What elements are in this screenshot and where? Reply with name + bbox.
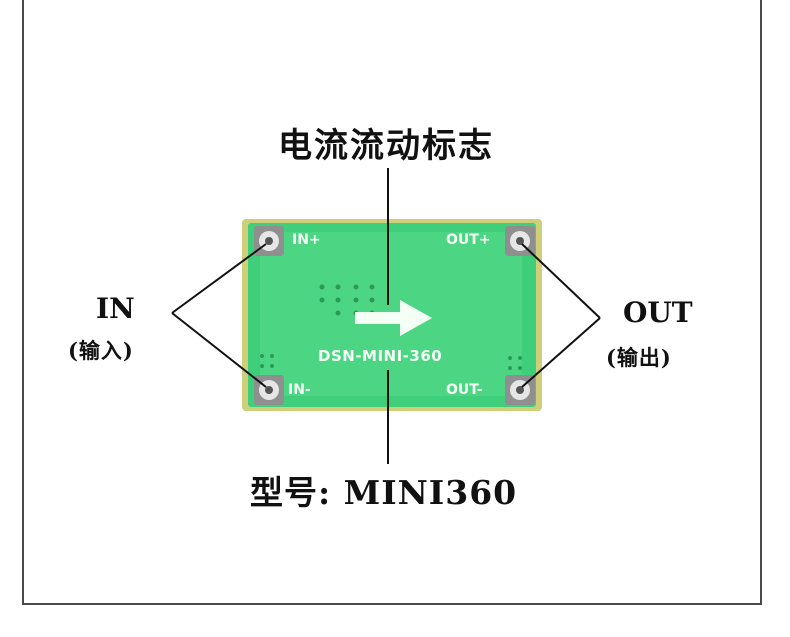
current-flow-arrow-icon (355, 300, 432, 336)
out-label: OUT (623, 296, 693, 329)
silkscreen-in-plus: IN+ (292, 232, 321, 248)
leader-lines (171, 168, 601, 464)
out-minus-leader-line (521, 317, 601, 388)
in-label: IN (96, 292, 135, 325)
in-sub-label: (输入) (68, 338, 134, 363)
out-sub-label: (输出) (606, 345, 672, 370)
pcb-board (242, 219, 542, 411)
model-label: 型号: MINI360 (250, 473, 518, 512)
silkscreen-out-minus: OUT- (446, 382, 483, 398)
in-plus-leader-line (171, 243, 267, 314)
out-plus-leader-line (521, 243, 601, 319)
pad-in-plus (254, 226, 284, 256)
silkscreen-in-minus: IN- (288, 382, 311, 398)
in-minus-leader-line (171, 312, 267, 388)
silkscreen-out-plus: OUT+ (446, 232, 491, 248)
silkscreen-model: DSN-MINI-360 (318, 347, 443, 365)
flow-title-label: 电流流动标志 (278, 126, 494, 166)
pad-in-minus (254, 375, 284, 405)
